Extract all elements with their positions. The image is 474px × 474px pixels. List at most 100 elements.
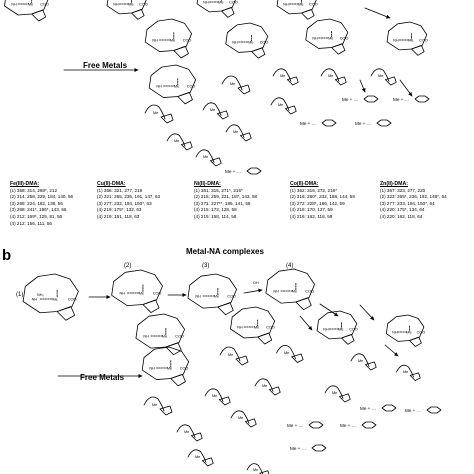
fragment-metal-label: Me xyxy=(328,74,333,78)
macrocycle-ring xyxy=(386,21,428,51)
macrocycle-ring xyxy=(385,314,425,342)
fragment-table-ni: Ni(II)-DMA:(1) 361: 315, 271*, 215*(2) 3… xyxy=(194,181,286,221)
fragment-row: (4) 220: 162, 118, 64 xyxy=(380,213,423,219)
amine-label: NH xyxy=(312,37,318,41)
fragment-ring xyxy=(237,84,251,95)
carboxylate-label: COO xyxy=(183,39,192,43)
fragment-chain xyxy=(176,424,196,438)
amine-label: NH₂ xyxy=(37,293,44,297)
reaction-arrow xyxy=(364,7,391,19)
product-label: Me + … xyxy=(290,446,306,451)
cyclohexane-ring xyxy=(361,421,377,429)
fragment-metal-label: Me xyxy=(332,391,337,395)
amine-label: NH xyxy=(323,328,329,332)
cyclohexane-ring xyxy=(426,406,442,414)
fragment-row: (4) 212: 156, 111, 56 xyxy=(10,220,52,226)
product-label: Me + … xyxy=(342,97,358,102)
cyclohexane-ring xyxy=(381,404,397,412)
fragment-chain xyxy=(225,124,245,138)
coordination-bond xyxy=(243,319,259,328)
carboxylate-label: COO xyxy=(340,37,349,41)
amine-label: NH xyxy=(232,41,238,45)
fragment-row: (4) 220: 175*, 134, 64 xyxy=(380,207,425,213)
metal-center-label: Me xyxy=(338,328,343,332)
cyclohexane-ring xyxy=(376,119,392,127)
coordination-bond xyxy=(208,0,222,3)
azetidine-ring xyxy=(177,91,193,105)
macrocycle-ring xyxy=(4,0,49,16)
fragment-row: (1) 361: 315, 271*, 215* xyxy=(194,187,243,193)
coordination-bond xyxy=(238,34,253,43)
fragment-row: (3) 268: 241*, 196*, 143, 56 xyxy=(10,207,67,213)
fragment-row: (3) 277: 233, 194, 150*, 64 xyxy=(380,200,435,206)
coordination-bond xyxy=(328,322,342,330)
fragment-ring xyxy=(219,396,231,406)
macrocycle-ring xyxy=(196,0,236,13)
fragment-metal-label: Me xyxy=(210,108,215,112)
azetidine-ring xyxy=(409,336,422,347)
fragment-metal-label: Me xyxy=(233,130,238,134)
azetidine-ring xyxy=(131,9,145,20)
coordination-bond xyxy=(17,0,33,5)
carboxylate-label: COO xyxy=(229,1,238,5)
fragment-chain xyxy=(166,133,186,147)
coordination-bond xyxy=(318,30,333,39)
coordination-bond xyxy=(156,360,172,369)
coordination-bond xyxy=(159,32,175,41)
fragment-metal-label: Me xyxy=(262,384,267,388)
reaction-arrow xyxy=(319,303,339,317)
fragment-table-header: Co(II)-DMA: xyxy=(290,181,319,187)
fragment-ring xyxy=(409,372,421,381)
fragment-table-cu: Cu(II)-DMA:(1) 366: 321, 277, 219(2) 321… xyxy=(97,181,189,221)
amine-label: NH xyxy=(32,298,38,302)
amine-label: NH xyxy=(156,85,162,89)
coordination-bond xyxy=(288,0,302,5)
fragment-metal-label: Me xyxy=(238,416,243,420)
hydroxyl-label: OH xyxy=(253,281,259,285)
azetidine-ring xyxy=(301,9,315,20)
product-label: Me + … xyxy=(355,121,371,126)
carboxylate-label: COO xyxy=(153,292,162,296)
step-label-1: (1) xyxy=(16,292,24,298)
fragment-metal-label: Me xyxy=(212,394,217,398)
azetidine-ring xyxy=(221,7,235,18)
macrocycle-ring xyxy=(230,306,276,339)
metal-center-label: Me xyxy=(174,85,179,89)
reaction-arrow xyxy=(359,304,375,321)
free-metals-label-a: Free Metals xyxy=(83,61,128,70)
fragment-table-header: Zn(II)-DMA: xyxy=(380,181,408,187)
carboxylate-label: COO xyxy=(139,3,148,7)
amine-label: NH xyxy=(393,39,399,43)
macrocycle-ring xyxy=(141,346,190,380)
carboxylate-label: COO xyxy=(417,331,426,335)
product-label: Me + … xyxy=(360,406,376,411)
azetidine-ring xyxy=(411,45,425,56)
fragment-metal-label: Me xyxy=(203,155,208,159)
fragment-table-header: Fe(III)-DMA: xyxy=(10,181,40,187)
macrocycle-ring xyxy=(148,64,197,98)
metal-center-label: Me xyxy=(162,335,167,339)
fragment-row: (3) 268: 224, 182, 138, 56 xyxy=(10,200,63,206)
panel-letter-b: b xyxy=(2,247,12,264)
coordination-bond xyxy=(39,289,58,300)
metal-center-label: Me xyxy=(214,295,219,299)
metal-center-label: Me xyxy=(292,290,297,294)
fragment-table-header: Ni(II)-DMA: xyxy=(194,181,221,187)
reaction-arrow xyxy=(243,288,263,294)
reaction-arrow xyxy=(359,79,366,93)
fragment-metal-label: Me xyxy=(230,82,235,86)
azetidine-ring xyxy=(295,297,312,311)
fragment-chain xyxy=(272,68,292,82)
coordination-bond xyxy=(202,287,219,297)
macrocycle-ring xyxy=(135,313,185,349)
fragment-ring xyxy=(339,393,351,403)
metal-center-label: Me xyxy=(254,326,259,330)
fragment-metal-label: Me xyxy=(378,74,383,78)
step-label-2: (2) xyxy=(124,263,132,269)
fragment-row: (4) 215: 158, 114, 58 xyxy=(194,213,237,219)
azetidine-ring xyxy=(341,334,355,345)
product-label: Me + … xyxy=(287,423,303,428)
fragment-row: (4) 212: 169*, 125, 81, 56 xyxy=(10,213,63,219)
macrocycle-ring xyxy=(187,273,237,309)
